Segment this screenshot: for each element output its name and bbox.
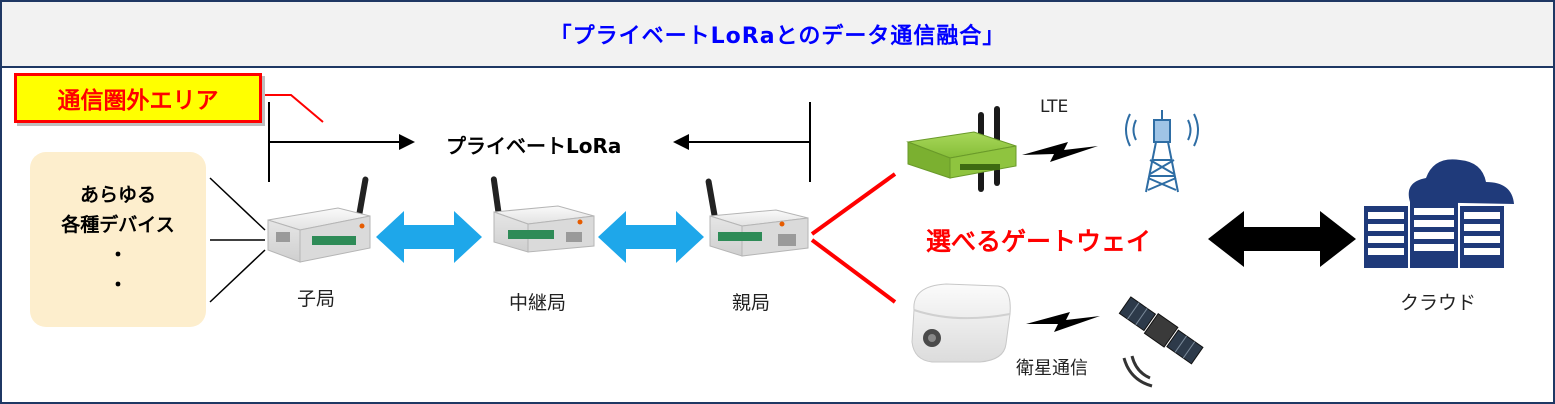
lora-range-arrowhead-left xyxy=(673,134,689,150)
node-parent-label: 親局 xyxy=(732,292,771,314)
cloud-label: クラウド xyxy=(1400,292,1477,314)
lte-label: LTE xyxy=(1040,97,1069,117)
cloud-link-arrow xyxy=(1208,211,1356,267)
devices-line-1: あらゆる xyxy=(79,183,156,206)
lora-link-arrow-left xyxy=(376,211,482,263)
out-of-coverage-label: 通信圏外エリア xyxy=(14,73,262,123)
node-child-label: 子局 xyxy=(297,288,336,310)
lora-node-icon xyxy=(705,178,809,257)
gateway-label: 選べるゲートウェイ xyxy=(926,227,1152,256)
gateway-branch-satellite xyxy=(810,238,897,304)
lora-node-icon xyxy=(267,176,371,263)
lte-router-icon xyxy=(906,106,1017,192)
diagram-title: 「プライベートLoRaとのデータ通信融合」 xyxy=(549,24,1006,49)
private-lora-label: プライベートLoRa xyxy=(446,134,622,158)
devices-line-2: 各種デバイス xyxy=(61,213,175,236)
area-label-pointer xyxy=(260,94,324,123)
title-bar: 「プライベートLoRaとのデータ通信融合」 xyxy=(2,2,1553,68)
devices-box: あらゆる 各種デバイス ・ ・ xyxy=(30,152,206,327)
device-connection-lines xyxy=(209,177,266,303)
out-of-coverage-text: 通信圏外エリア xyxy=(57,88,219,114)
node-relay-label: 中継局 xyxy=(509,292,567,314)
devices-dot-2: ・ xyxy=(108,273,128,296)
satellite-dish-icon xyxy=(911,283,1011,363)
lora-link-arrow-right xyxy=(598,211,704,263)
lightning-icon xyxy=(1022,142,1098,162)
cloud-server-icon xyxy=(1364,159,1514,268)
lightning-icon xyxy=(1026,312,1100,332)
satellite-label: 衛星通信 xyxy=(1016,358,1088,379)
gateway-branch-lte xyxy=(810,172,897,236)
lora-node-icon xyxy=(490,176,595,253)
satellite-icon xyxy=(1118,296,1204,388)
devices-dot-1: ・ xyxy=(108,243,128,266)
lora-range-arrowhead-right xyxy=(399,134,415,150)
cell-tower-icon xyxy=(1125,110,1199,193)
